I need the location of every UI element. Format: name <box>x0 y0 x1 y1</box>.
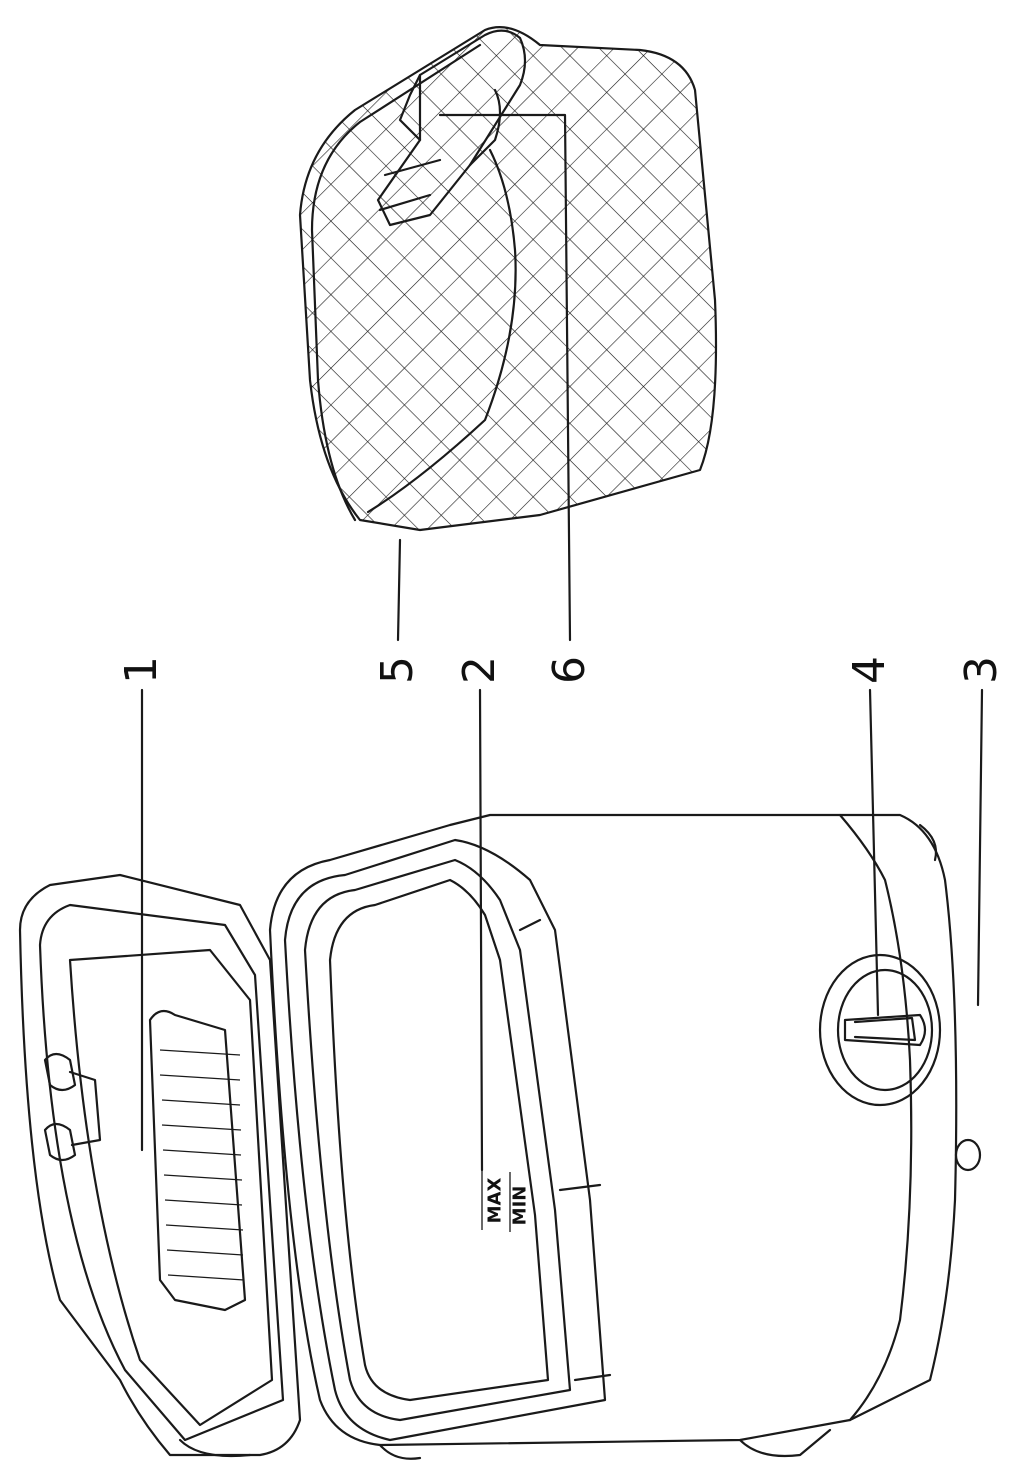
leader-3 <box>976 688 984 1007</box>
callout-3: 3 <box>956 656 1007 684</box>
callout-6: 6 <box>544 656 595 684</box>
basket-rim <box>310 43 482 522</box>
max-level-mark: MAX <box>484 1177 506 1224</box>
lid-filter-slots <box>159 1049 245 1281</box>
body-rim-outer <box>283 838 607 1442</box>
fryer-body <box>268 813 982 1460</box>
leader-lines <box>140 113 984 1172</box>
basket-rim-inner <box>366 148 517 514</box>
indicator-light <box>954 1138 982 1172</box>
callout-4: 4 <box>844 656 895 684</box>
body-outline <box>268 813 958 1447</box>
callout-2: 2 <box>454 656 505 684</box>
leader-2 <box>478 688 484 1172</box>
callout-5: 5 <box>372 656 423 684</box>
lid-outline <box>18 873 302 1457</box>
body-rim-inner <box>303 858 572 1422</box>
min-level-mark: MIN <box>509 1185 531 1226</box>
basket-handle <box>376 29 527 227</box>
lid <box>18 873 302 1458</box>
leader-6 <box>438 113 572 642</box>
frying-basket <box>298 26 718 532</box>
lid-filter-window <box>148 1009 247 1312</box>
leader-5 <box>396 538 402 642</box>
lid-hinge <box>43 1052 77 1162</box>
leader-4 <box>868 688 880 1017</box>
control-knob <box>818 953 942 1107</box>
callout-1: 1 <box>116 656 167 684</box>
